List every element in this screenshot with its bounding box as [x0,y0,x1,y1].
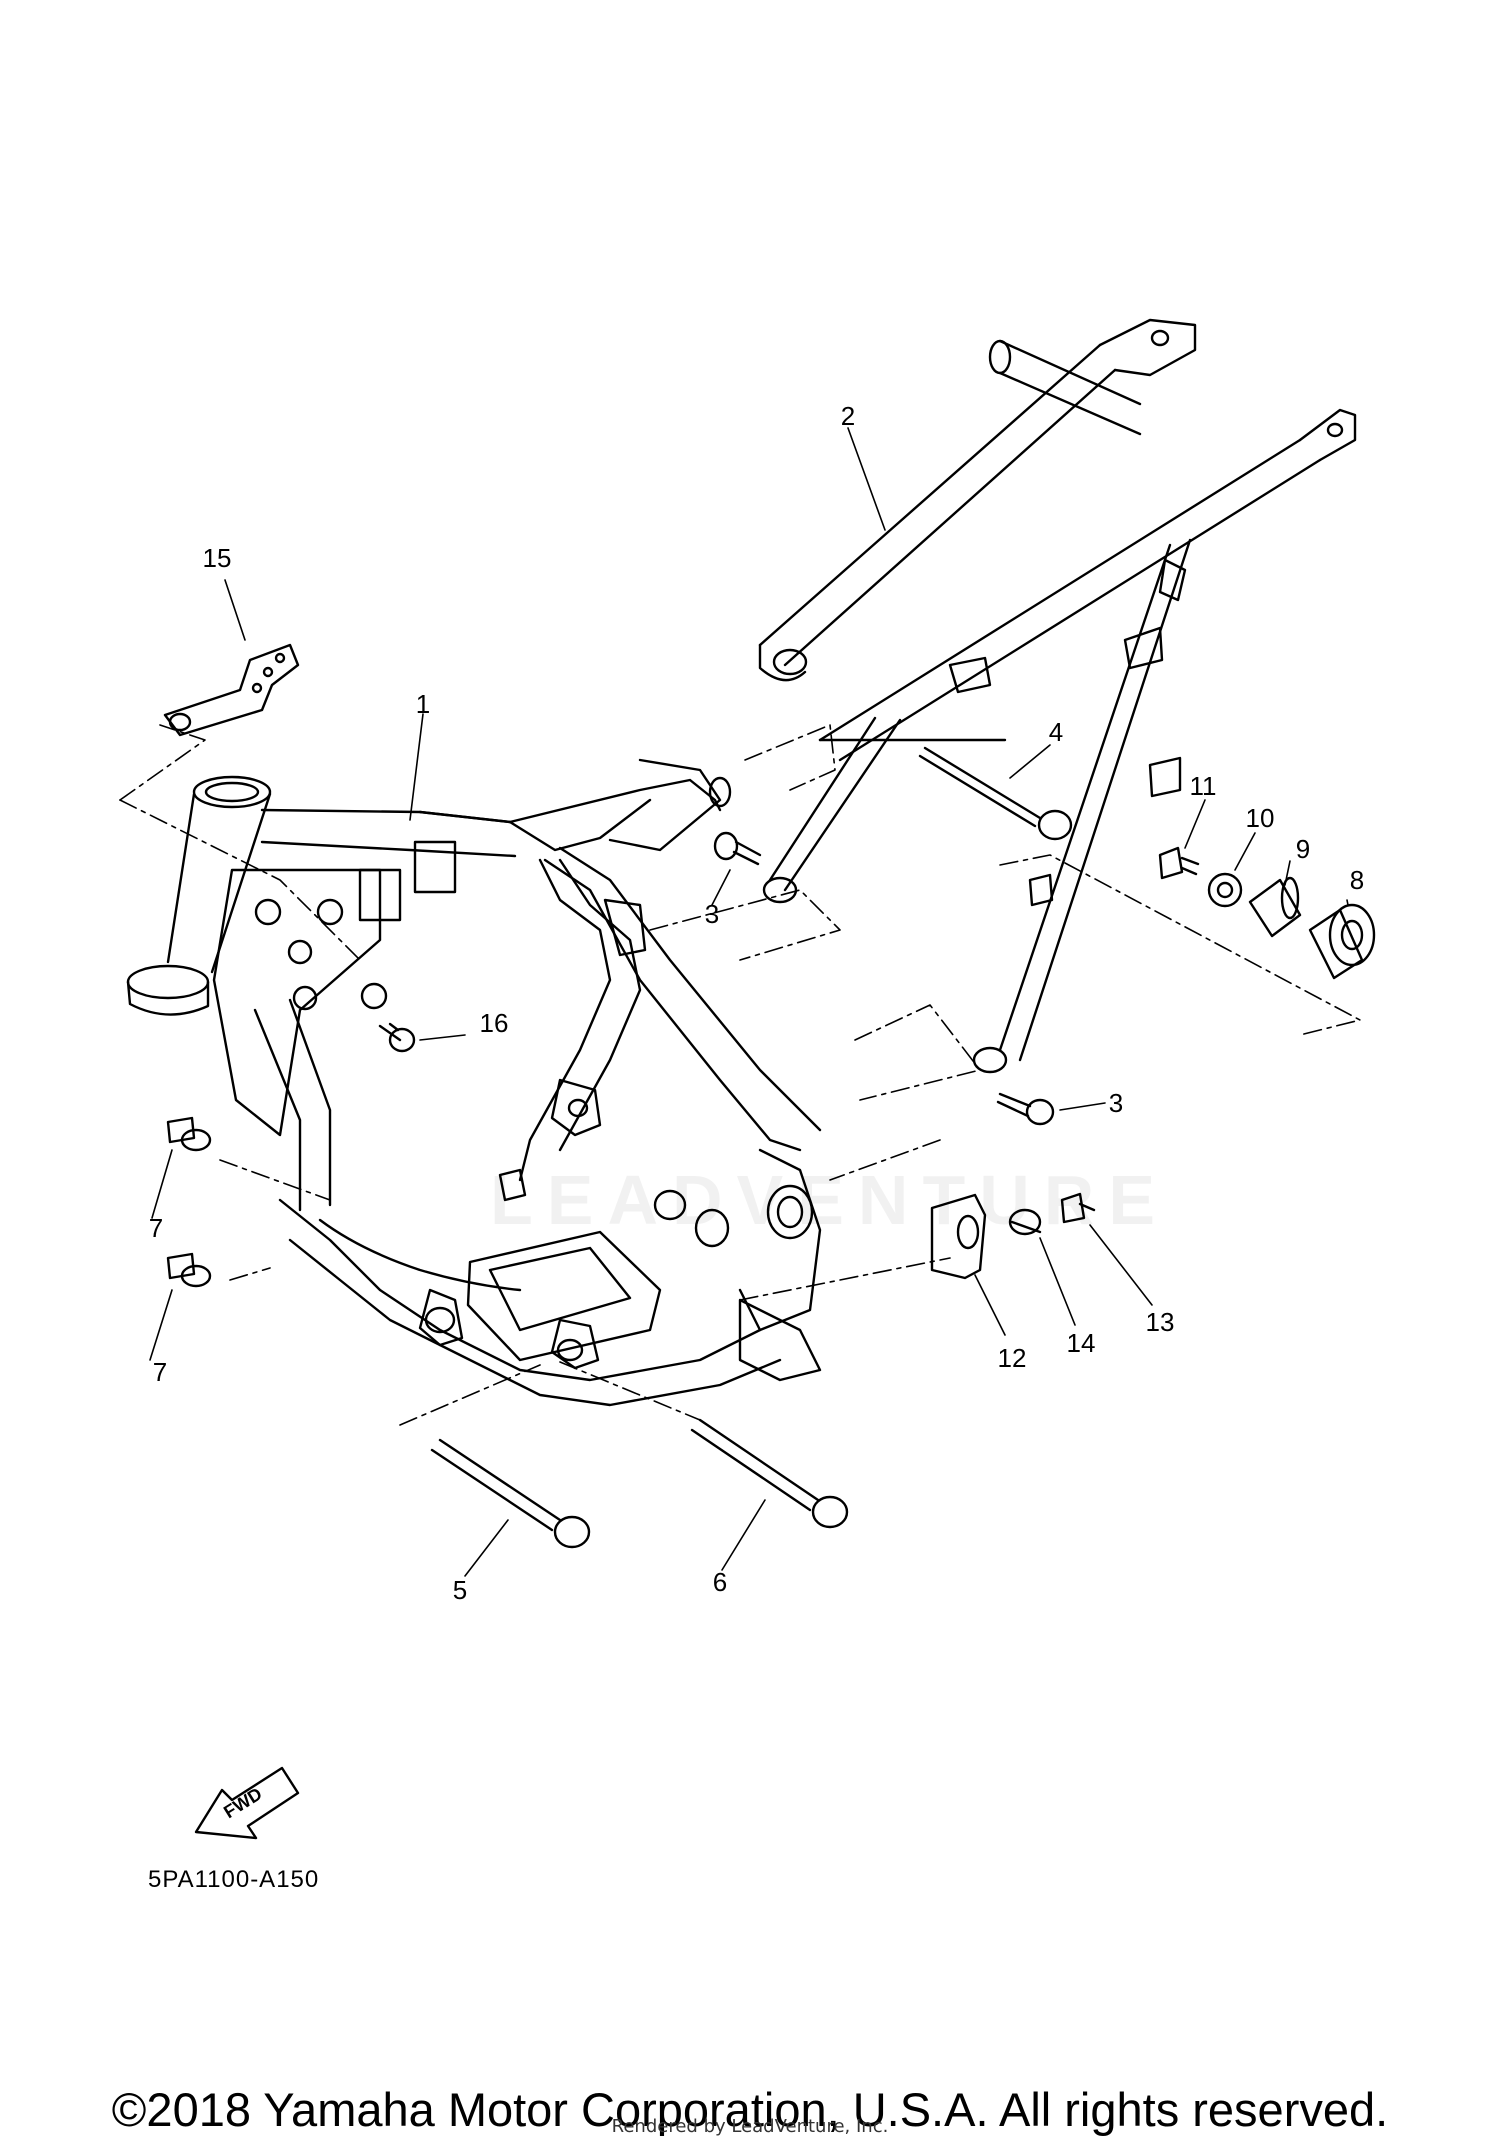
fastener-part-8-damper [1308,903,1376,980]
fastener-part-3-bolt-lower [996,1092,1055,1126]
callout-1: 1 [415,689,431,719]
callout-15: 15 [202,543,232,573]
leader-lines [149,427,1349,1577]
diagram-code: 5PA1100-A150 [148,1866,320,1893]
main-frame [126,758,822,1407]
fwd-arrow-icon: FWD [194,1766,300,1840]
callout-12: 12 [997,1343,1027,1373]
fastener-part-7-nut-upper [166,1116,212,1152]
callout-11: 11 [1189,771,1217,801]
callout-10: 10 [1245,803,1275,833]
callout-9: 9 [1295,834,1311,864]
callout-2: 2 [840,401,856,431]
callout-14: 14 [1066,1328,1096,1358]
callout-3-lower: 3 [1108,1088,1124,1118]
callout-7-upper: 7 [148,1213,164,1243]
watermark-text: LEADVENTURE [490,1161,1170,1239]
callout-5: 5 [452,1575,468,1605]
rendered-by-text: Rendered by LeadVenture, Inc. [611,2116,889,2137]
alignment-guides [119,724,1361,1426]
callout-16: 16 [479,1008,509,1038]
callout-3-upper: 3 [704,899,720,929]
fastener-part-7-nut-lower [166,1252,212,1288]
copyright-text: ©2018 Yamaha Motor Corporation, U.S.A. A… [111,2083,1389,2136]
fastener-part-10-washer [1207,872,1243,908]
fastener-part-13-bolt [1060,1192,1096,1224]
fastener-part-4-bolt [918,746,1073,841]
fastener-part-9-collar [1248,876,1302,938]
callout-4: 4 [1048,717,1064,747]
bracket-part-15 [163,643,300,737]
callout-13: 13 [1145,1307,1175,1337]
fwd-label: FWD [220,1784,265,1823]
fastener-part-6-bolt [690,1418,849,1529]
fastener-part-11-bolt [1158,846,1200,880]
callout-7-lower: 7 [152,1357,168,1387]
callout-6: 6 [712,1567,728,1597]
fastener-part-16-bolt [360,982,416,1053]
fastener-part-12-bracket [930,1193,987,1280]
fastener-part-14-collar [1008,1208,1042,1236]
callout-8: 8 [1349,865,1365,895]
fastener-part-5-bolt [430,1438,591,1549]
rear-subframe [758,318,1357,1074]
fastener-part-3-bolt-upper [713,831,762,866]
